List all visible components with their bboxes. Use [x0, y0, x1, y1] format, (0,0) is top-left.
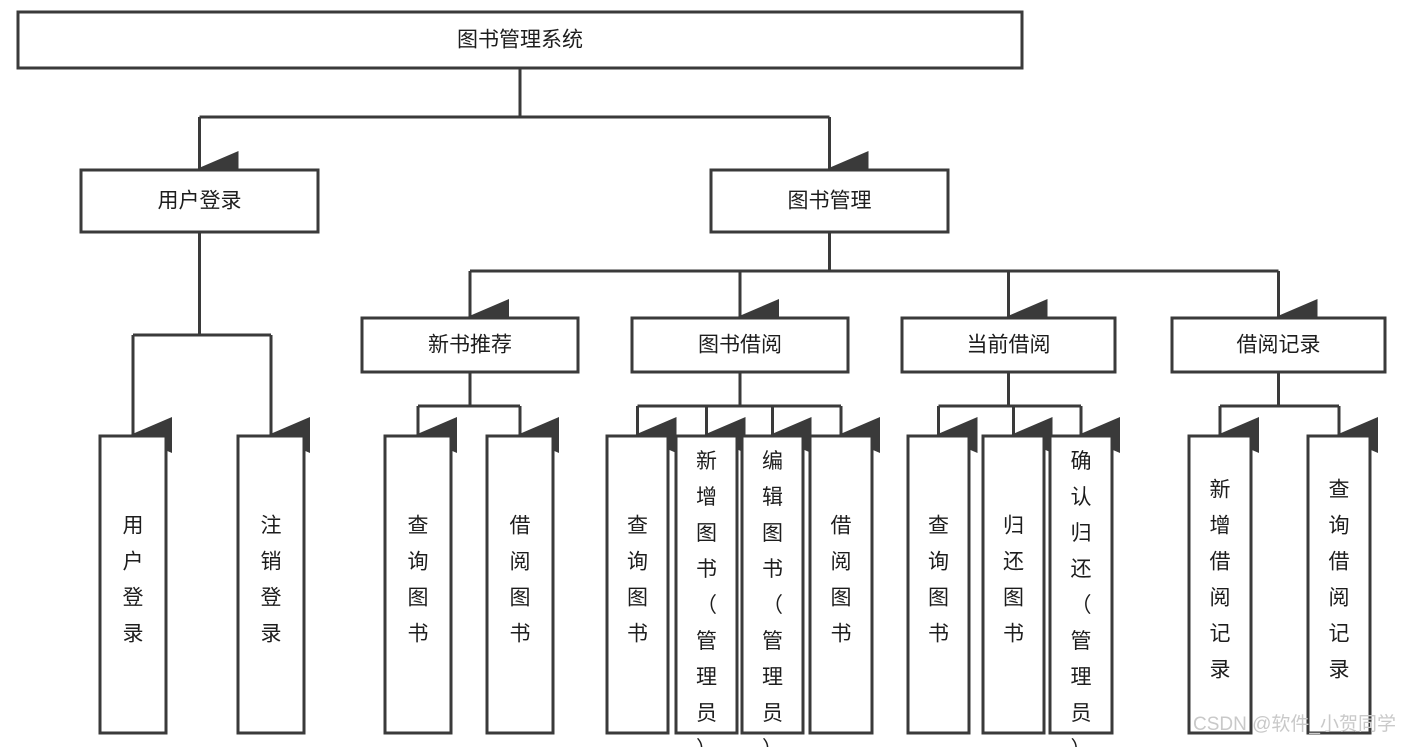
node-leaf-borrow-book-2-label: 借阅图书 — [831, 515, 852, 646]
node-user-login[interactable]: 用户登录 — [79, 168, 320, 234]
node-current-borrow-label: 当前借阅 — [967, 334, 1051, 357]
node-leaf-add-book[interactable]: 新增图书（管理员） — [674, 434, 739, 747]
node-leaf-borrow-book-1-label: 借阅图书 — [510, 515, 531, 646]
connector-lines — [130, 68, 1378, 453]
node-leaf-user-login-label: 用户登录 — [123, 515, 144, 646]
node-borrow-record-label: 借阅记录 — [1237, 334, 1321, 357]
node-leaf-add-book-label: 新增图书（管理员） — [696, 450, 717, 747]
node-book-manage-label: 图书管理 — [788, 190, 872, 213]
node-leaf-borrow-book-1[interactable]: 借阅图书 — [485, 434, 555, 735]
node-leaf-user-logout[interactable]: 注销登录 — [236, 434, 306, 735]
node-leaf-return-book[interactable]: 归还图书 — [981, 434, 1046, 735]
node-root[interactable]: 图书管理系统 — [16, 10, 1024, 70]
node-leaf-confirm-return[interactable]: 确认归还（管理员） — [1048, 434, 1114, 747]
node-leaf-add-record-label: 新增借阅记录 — [1210, 479, 1231, 682]
node-leaf-return-book-label: 归还图书 — [1003, 515, 1024, 646]
node-book-borrow-label: 图书借阅 — [698, 334, 782, 357]
node-root-label: 图书管理系统 — [457, 29, 583, 52]
node-leaf-edit-book[interactable]: 编辑图书（管理员） — [740, 434, 805, 747]
node-current-borrow[interactable]: 当前借阅 — [900, 316, 1117, 374]
node-leaf-query-record[interactable]: 查询借阅记录 — [1306, 434, 1372, 735]
node-leaf-add-record[interactable]: 新增借阅记录 — [1187, 434, 1253, 735]
node-leaf-user-logout-label: 注销登录 — [261, 515, 282, 646]
node-leaf-query-book-2-label: 查询图书 — [627, 515, 648, 646]
node-user-login-label: 用户登录 — [158, 190, 242, 213]
node-leaf-query-book-2[interactable]: 查询图书 — [605, 434, 670, 735]
node-borrow-record[interactable]: 借阅记录 — [1170, 316, 1387, 374]
node-leaf-user-login[interactable]: 用户登录 — [98, 434, 168, 735]
node-leaf-edit-book-label: 编辑图书（管理员） — [762, 450, 783, 747]
node-book-manage[interactable]: 图书管理 — [709, 168, 950, 234]
node-leaf-query-record-label: 查询借阅记录 — [1329, 479, 1350, 682]
node-leaf-query-book-3[interactable]: 查询图书 — [906, 434, 971, 735]
node-boxes: 图书管理系统用户登录图书管理新书推荐图书借阅当前借阅借阅记录用户登录注销登录查询… — [16, 10, 1387, 747]
node-leaf-confirm-return-label: 确认归还（管理员） — [1071, 450, 1092, 747]
node-leaf-borrow-book-2[interactable]: 借阅图书 — [808, 434, 874, 735]
node-new-book-rec[interactable]: 新书推荐 — [360, 316, 580, 374]
node-leaf-query-book-1[interactable]: 查询图书 — [383, 434, 453, 735]
node-new-book-rec-label: 新书推荐 — [428, 334, 512, 357]
node-book-borrow[interactable]: 图书借阅 — [630, 316, 850, 374]
node-leaf-query-book-3-label: 查询图书 — [928, 515, 949, 646]
node-leaf-query-book-1-label: 查询图书 — [408, 515, 429, 646]
csdn-watermark: CSDN @软件_小贺同学 — [1193, 713, 1396, 735]
